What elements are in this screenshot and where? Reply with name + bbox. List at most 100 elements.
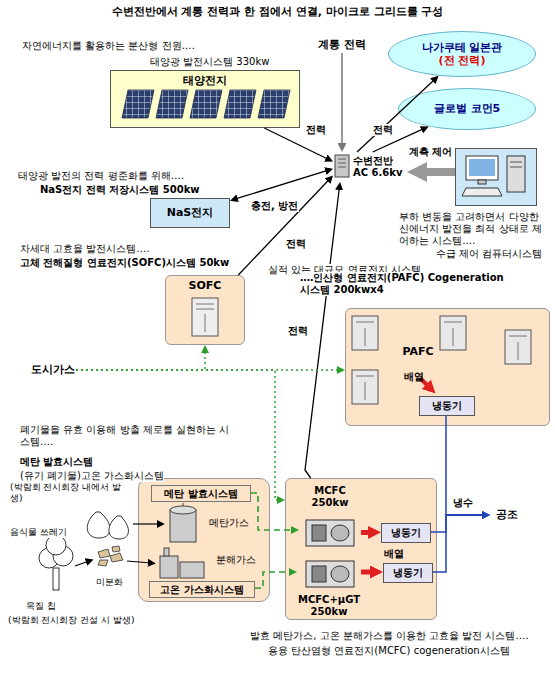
sofc-cabinet [192,298,218,336]
caption-text: (유기 폐기물)고온 가스화시스템 [20,470,164,482]
connector [433,515,485,572]
chiller-box: 냉동기 [381,523,431,543]
chiller-box: 냉동기 [419,396,475,416]
caption-text: 고체 전해질형 연료전지(SOFC)시스템 50kw [20,257,229,269]
connector [251,493,294,530]
connector [235,170,329,199]
caption-text: 발효 메탄가스, 고온 분해가스를 이용한 고효율 발전 시스템‥‥ [250,630,529,642]
solar-panel [224,90,256,118]
node-text: MCFC+μGT 250kw [298,594,360,618]
gasifier-system-box: 고온 가스화시스템 [149,581,255,598]
connector-label: 전력 [372,124,394,136]
mcfc-machines [306,520,354,587]
connector [238,179,329,275]
control-computer-box: 부하 변동을 고려하면서 다양한 신에너지 발전을 최적 상태로 제어하는 시스… [455,148,537,206]
diagram-title: 수변전반에서 계통 전력과 한 점에서 연결, 마이크로 그리드를 구성 [0,5,555,18]
node-text: 냉동기 [432,400,462,412]
node-text: 나가쿠테 일본관 [422,41,503,54]
node-text: NaS전지 [167,206,214,219]
connector [76,350,205,370]
caption-text: 차세대 고효율 발전시스템‥‥ [20,243,150,255]
connector-label: 전력 [305,124,327,136]
mcfc-machine [306,520,354,546]
mcfc-machine [306,561,354,587]
nas-battery-box: NaS전지 [150,198,230,228]
solar-cell-box: 태양전지 [110,70,300,128]
caption-text: 태양광 발전의 전력 평준화를 위해‥‥ [18,170,184,182]
switchgear-cabinet [335,155,349,177]
node-text: 배열 [397,371,431,383]
wood-chip [110,553,123,562]
node-text: 계통 전력 [318,38,366,51]
node-text: 글로벌 코먼5 [434,102,500,115]
mcfc-core [312,566,326,582]
node-text: SOFC [189,279,222,292]
solar-panels [122,90,290,118]
wood-chip [112,546,120,552]
node-text: 배열 [379,548,409,560]
node-text: 도시가스 [31,363,75,376]
switchgear-node: 수변전반 AC 6.6kv [333,152,407,182]
tank-top [170,506,196,514]
connector [341,53,343,147]
caption-text: 용융 탄산염형 연료전지(MCFC) cogeneration시스템 [268,645,510,657]
connector [361,530,373,535]
pavilion-ellipse: 글로벌 코먼5 [398,88,536,130]
pafc-cabinet [440,316,466,350]
caption-text: NaS전지 전력 저장시스템 500kw [40,184,200,196]
computer-tower [507,156,525,192]
feed-arrow [133,523,160,524]
pafc-cabinet [352,316,378,350]
caption-text: 미분화 [96,577,123,588]
node-text: 수변전반 AC 6.6kv [353,155,405,179]
node-text: (전 전력) [439,54,486,67]
sofc-unit [192,298,218,336]
wood-chips [98,546,123,566]
methane-tank [170,503,196,542]
node-text: 메탄가스 [204,517,254,529]
monitor [466,156,498,180]
switchgear-icon [335,155,349,177]
connector-label: 전력 [285,238,307,250]
connector-label: 냉수 [452,497,474,509]
pafc-cabinet [505,330,531,364]
feed-arrow [75,561,89,566]
tank-body [170,510,196,542]
node-text: 수급 제어 컴퓨터시스템 [436,248,548,260]
exhaust-heat-arrow [420,378,430,388]
caption-text: (박람회 전시회장 건설 시 발생) [8,615,134,626]
gasifier-building [160,556,178,578]
solar-panel [156,90,188,118]
connector [446,416,485,515]
connector [431,515,485,532]
wood-chip [98,560,108,566]
tower-slot [510,162,522,167]
tree-crown [46,535,66,555]
tree-crown [39,548,59,568]
tree-trunk [53,568,59,590]
mcfc-core [312,525,326,541]
tree-crown [53,546,73,566]
chiller-box: 냉동기 [383,563,433,583]
caption-text: 목질 칩 [26,601,56,612]
waste-system-box: 메탄가스분해가스메탄 발효시스템고온 가스화시스템 [138,478,270,602]
wood-chip [98,549,110,558]
gasifier-building [180,562,204,578]
gasifier-plant [160,548,204,578]
pafc-cabinet [352,370,378,404]
mcfc-cylinder [331,566,349,582]
mcfc-box: 배열MCFC 250kw냉동기MCFC+μGT 250kw냉동기 [285,478,437,620]
caption-text: ‥‥인산형 연료전지(PAFC) Cogeneration시스템 200kwx4 [300,272,510,296]
sofc-box: SOFC [165,275,245,345]
screen [469,159,495,176]
keyboard [462,188,502,196]
sofc-cabinet-detail [196,304,214,332]
solar-panel [258,90,290,118]
caption-text: 태양광 발전시스템 330kw [150,56,269,68]
node-text: 메탄 발효시스템 [164,488,237,500]
city-gas-label: 도시가스 [30,362,76,378]
